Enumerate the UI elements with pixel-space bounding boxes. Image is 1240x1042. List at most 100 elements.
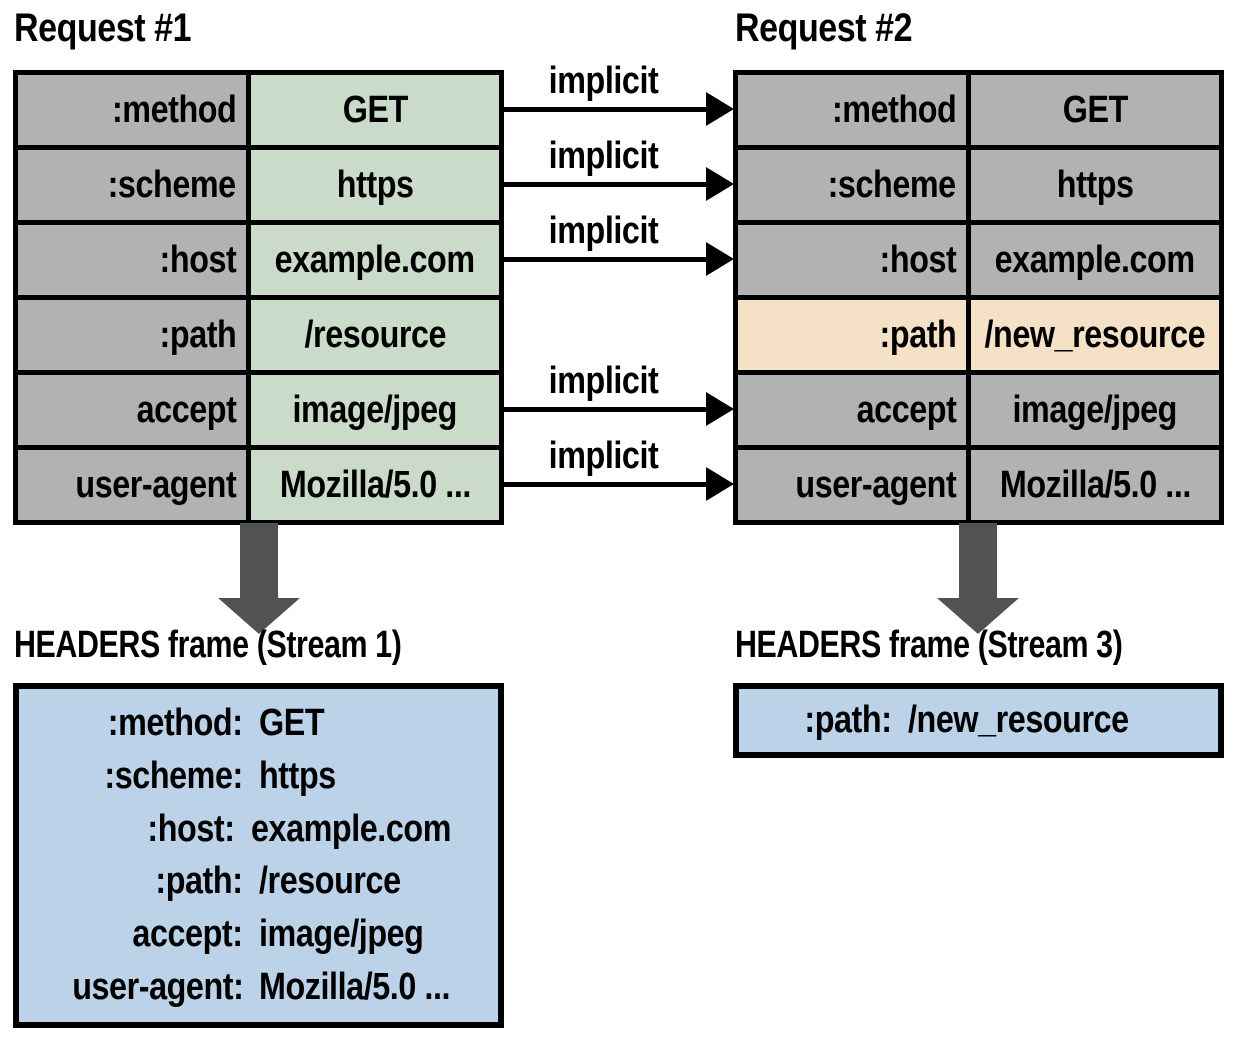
frame-line-value-text: /resource [259,860,401,903]
header-key-cell: accept [738,375,966,445]
header-value-text: image/jpeg [292,388,458,431]
frame-line-value-text: image/jpeg [259,913,424,956]
arrow-right-icon [706,167,734,201]
implicit-arrow-line [500,257,706,262]
frame-line-key-text: accept: [132,913,244,956]
frame-line-key-text: :method: [108,701,243,744]
frame-line-key-text: :path: [155,860,244,903]
frame-line: :host: example.com [31,808,486,851]
header-value-text: Mozilla/5.0 ... [999,463,1191,506]
implicit-arrow-line [500,107,706,112]
header-value-cell: https [971,150,1219,220]
frame-line-key-text: :scheme: [104,754,244,797]
header-key-text: accept [136,388,236,431]
header-value-text: /new_resource [984,313,1206,356]
frame-line: :path: /resource [31,860,486,903]
implicit-label: implicit [500,134,707,178]
header-key-cell: :scheme [18,150,246,220]
header-key-cell: :scheme [738,150,966,220]
frame-line-key: :method: [31,702,243,745]
header-key-cell: :path [18,300,246,370]
header-value-cell: example.com [251,225,499,295]
implicit-label: implicit [500,434,707,478]
arrow-right-icon [706,92,734,126]
frame-line-value: example.com [251,808,486,851]
headers-frame1-title-text: HEADERS frame (Stream 1) [14,624,402,666]
header-key-text: user-agent [795,463,956,506]
headers-frame3-box: :path: /new_resource [733,683,1224,758]
header-value-cell: GET [251,75,499,145]
request2-table: :method GET :scheme https :host example.… [733,70,1224,525]
implicit-label: implicit [500,359,707,403]
header-value-text: image/jpeg [1012,388,1178,431]
implicit-label-text: implicit [548,435,659,477]
frame-line-key: :scheme: [31,754,244,798]
request1-title-text: Request #1 [14,6,192,50]
header-value-cell: Mozilla/5.0 ... [971,450,1219,520]
header-key-text: :method [831,88,957,131]
down-arrow-request1-shaft [240,523,278,600]
arrow-right-icon [706,392,734,426]
down-arrow-request2-icon [937,598,1019,634]
header-value-cell: image/jpeg [251,375,499,445]
frame-line-key-text: user-agent: [71,966,244,1009]
frame-line: :scheme: https [31,755,486,798]
header-key-cell: accept [18,375,246,445]
frame-line: :path: /new_resource [789,699,1167,742]
headers-frame1-title: HEADERS frame (Stream 1) [14,622,498,668]
header-key-cell: :method [18,75,246,145]
implicit-label: implicit [500,59,707,103]
frame-line-value: /resource [259,860,426,903]
header-value-text: GET [1062,88,1128,131]
header-value-text: https [1056,163,1134,206]
down-arrow-request1-icon [218,598,300,634]
header-value-cell: image/jpeg [971,375,1219,445]
header-value-text: /resource [304,313,446,356]
header-value-text: example.com [994,238,1195,281]
frame-line: user-agent: Mozilla/5.0 ... [31,966,486,1009]
frame-line-key: :path: [31,860,244,903]
frame-line-value: image/jpeg [259,913,453,956]
frame-line-key-text: :path: [804,699,893,741]
request1-title: Request #1 [14,6,222,50]
header-value-text: Mozilla/5.0 ... [279,463,471,506]
frame-line-key: :host: [31,807,236,851]
implicit-label-text: implicit [548,210,659,252]
header-key-text: :path [879,313,956,356]
frame-line: accept: image/jpeg [31,913,486,956]
header-value-cell: example.com [971,225,1219,295]
implicit-arrow-line [500,482,706,487]
header-key-text: :path [159,313,236,356]
implicit-label-text: implicit [548,135,659,177]
frame-line-value-text: Mozilla/5.0 ... [259,966,451,1009]
header-key-cell: :host [738,225,966,295]
header-key-cell: user-agent [18,450,246,520]
implicit-arrow-line [500,407,706,412]
header-key-text: :method [111,88,237,131]
header-value-cell: Mozilla/5.0 ... [251,450,499,520]
frame-line-value-text: https [259,754,336,797]
header-value-text: GET [342,88,408,131]
request1-table: :method GET :scheme https :host example.… [13,70,504,525]
header-value-cell: GET [971,75,1219,145]
header-key-cell: :method [738,75,966,145]
header-key-cell: user-agent [738,450,966,520]
header-key-text: user-agent [75,463,236,506]
header-value-text: https [336,163,414,206]
header-key-text: accept [856,388,956,431]
implicit-arrow-line [500,182,706,187]
request2-title: Request #2 [735,6,943,50]
implicit-label-text: implicit [548,360,659,402]
frame-line-value: https [259,755,349,798]
header-key-text: :scheme [107,163,237,206]
header-key-cell: :host [18,225,246,295]
frame-line-key-text: :host: [147,807,236,850]
down-arrow-request2-shaft [959,523,997,600]
frame-line-value-text: /new_resource [907,699,1129,741]
frame-line-value-text: example.com [250,807,451,850]
frame-line-value-text: GET [259,701,325,744]
implicit-label: implicit [500,209,707,253]
frame-line: :method: GET [31,702,486,745]
headers-frame3-title: HEADERS frame (Stream 3) [735,622,1219,668]
